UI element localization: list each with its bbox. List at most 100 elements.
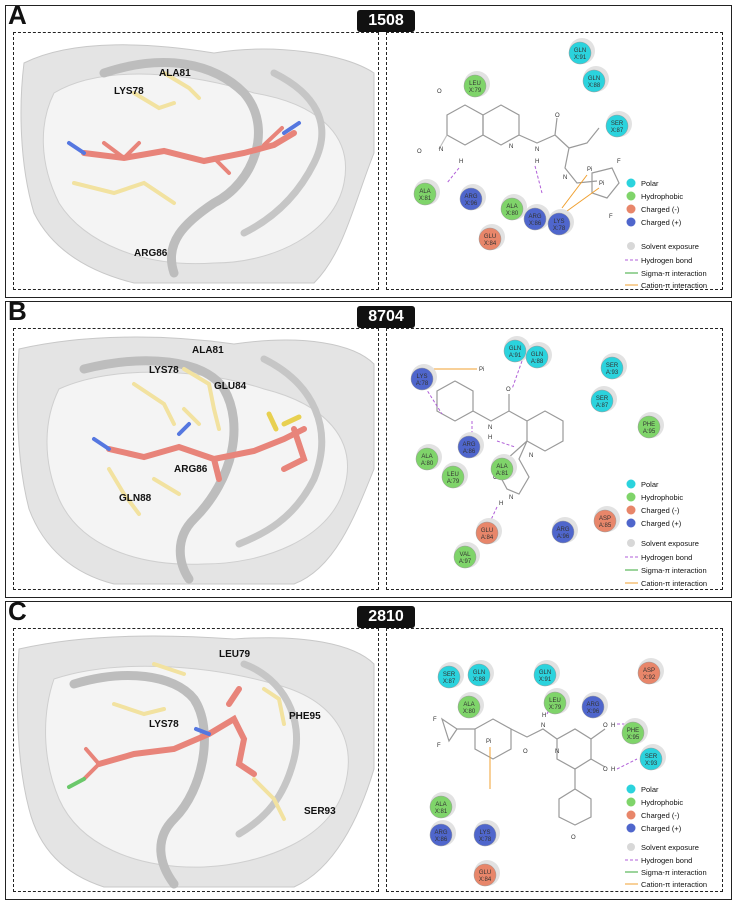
ligand-hetero — [67, 121, 301, 155]
residue-id: X:93 — [645, 761, 658, 767]
residue-id: A:91 — [509, 353, 522, 359]
legend-label: Charged (+) — [641, 519, 682, 528]
residue-id: X:87 — [611, 128, 624, 134]
legend-label: Sigma-π interaction — [641, 868, 707, 877]
atom-label: F — [433, 717, 437, 723]
residue-bubble-lys — [547, 212, 571, 236]
legend-label: Hydrogen bond — [641, 256, 692, 265]
residue-bubble-asp — [593, 509, 617, 533]
residue-name: ALA — [506, 204, 517, 210]
residue-bubble-arg — [459, 187, 483, 211]
legend-swatch-charged-neg — [626, 505, 636, 515]
residue-name: LEU — [549, 698, 561, 704]
residue-name: LEU — [447, 472, 459, 478]
residue-id: X:84 — [479, 877, 492, 883]
ligand-hetero — [194, 727, 211, 736]
legend-swatch-solvent — [627, 539, 635, 547]
atom-label: N — [555, 749, 559, 755]
residue-group: SERX:87GLNX:88GLNX:91ASPX:92ALAX:80ARGX:… — [429, 658, 666, 887]
legend-swatch-charged-pos — [626, 217, 636, 227]
residue-bubble-val — [453, 545, 477, 569]
3d-structure-view: ALA81 LYS78 GLU84 ARG86 GLN88 — [13, 328, 379, 590]
legend: Polar Hydrophobic Charged (-) Charged (+… — [625, 784, 707, 889]
residue-name: ALA — [419, 189, 430, 195]
residue-bubble-ala — [457, 695, 481, 719]
ligand-sticks — [106, 426, 308, 482]
residue-id: X:88 — [473, 677, 486, 683]
structure-label: ARG86 — [134, 248, 168, 259]
residue-name: GLN — [539, 670, 551, 676]
hbond-line — [424, 386, 443, 415]
ligand-sticks — [102, 126, 284, 175]
atom-label: O — [603, 767, 608, 773]
residue-name: GLN — [531, 352, 543, 358]
residue-bubble-ser — [605, 114, 629, 138]
atom-label: F — [609, 214, 613, 220]
residue-id: A:96 — [557, 534, 570, 540]
atom-label: F — [437, 743, 441, 749]
legend-label: Sigma-π interaction — [641, 269, 707, 278]
structure-label: LYS78 — [149, 719, 179, 730]
residue-sticks — [107, 367, 221, 516]
legend-label: Hydrophobic — [641, 192, 683, 201]
ligand-hetero — [266, 411, 302, 432]
residue-name: ALA — [421, 454, 432, 460]
legend-label: Polar — [641, 179, 659, 188]
ligand-2d — [438, 104, 620, 199]
legend-label: Charged (+) — [641, 218, 682, 227]
panel-letter: A — [8, 0, 27, 30]
legend: Polar Hydrophobic Charged (-) Charged (+… — [625, 479, 707, 588]
residue-name: GLU — [479, 870, 491, 876]
ligand-sticks — [82, 747, 101, 781]
ribbon — [79, 356, 239, 584]
residue-bubble-arg — [581, 695, 605, 719]
residue-name: SER — [606, 363, 619, 369]
residue-name: GLU — [484, 234, 496, 240]
residue-bubble-arg — [523, 207, 547, 231]
residue-bubble-gln — [568, 41, 592, 65]
residue-name: GLN — [588, 76, 600, 82]
residue-bubble-asp — [637, 661, 661, 685]
hbond-line — [534, 165, 543, 194]
pi-label: Pi — [587, 167, 592, 173]
residue-name: ASP — [643, 668, 655, 674]
atom-label: H — [611, 723, 615, 729]
residue-bubble-ser — [590, 389, 614, 413]
residue-name: ASP — [599, 516, 611, 522]
residue-name: GLN — [509, 346, 521, 352]
residue-bubble-lys — [410, 367, 434, 391]
residue-name: SER — [596, 396, 609, 402]
residue-bubble-glu — [473, 863, 497, 887]
residue-id: X:88 — [588, 83, 601, 89]
residue-id: A:85 — [599, 523, 612, 529]
residue-id: A:80 — [421, 461, 434, 467]
residue-name: SER — [443, 672, 456, 678]
residue-id: A:81 — [496, 471, 509, 477]
residue-bubble-gln — [467, 663, 491, 687]
atom-label: N — [541, 723, 545, 729]
atom-label: H — [535, 159, 539, 165]
legend-swatch-hydrophobic — [626, 797, 636, 807]
residue-id: X:79 — [549, 705, 562, 711]
residue-name: ALA — [435, 802, 446, 808]
atom-label: O — [417, 149, 422, 155]
pi-label: Pi — [479, 367, 484, 373]
residue-name: LYS — [480, 830, 491, 836]
compound-id-badge: 1508 — [357, 10, 415, 32]
residue-name: PHE — [643, 422, 655, 428]
residue-bubble-gln — [582, 69, 606, 93]
residue-name: LYS — [417, 374, 428, 380]
residue-id: A:88 — [531, 359, 544, 365]
residue-name: ARG — [556, 527, 569, 533]
residue-bubble-glu — [475, 521, 499, 545]
panel-c: C 2810 LEU79 LYS78 PHE95 SER93 — [5, 596, 732, 900]
structure-label: LEU79 — [219, 649, 251, 660]
residue-name: SER — [645, 754, 658, 760]
residue-id: A:79 — [447, 479, 460, 485]
structure-label: LYS78 — [114, 86, 144, 97]
ribbon — [235, 355, 326, 548]
ligand-2d — [440, 717, 606, 826]
legend-label: Charged (-) — [641, 811, 680, 820]
